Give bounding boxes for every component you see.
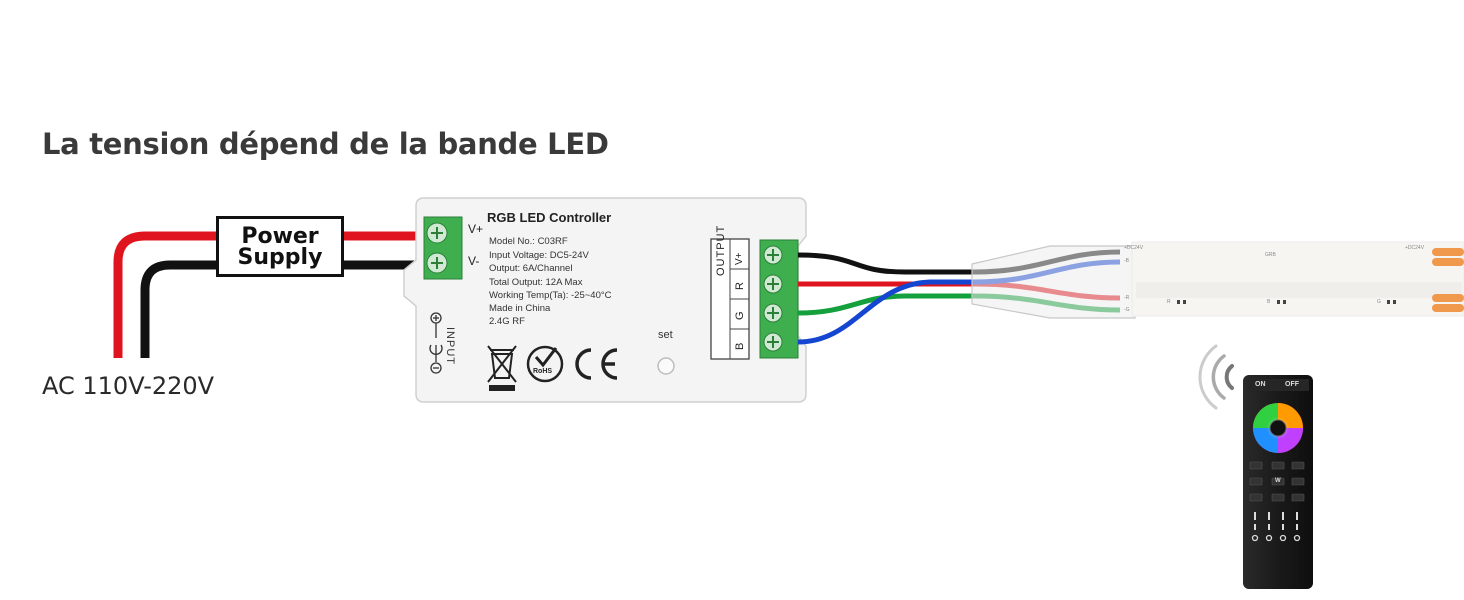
output-channel-g: G xyxy=(734,311,746,320)
output-terminal-block xyxy=(759,239,799,359)
ac-red-wire xyxy=(113,231,218,358)
input-terminal-block xyxy=(423,216,463,280)
strip-seg-label-r: R xyxy=(1167,299,1171,305)
ce-mark-icon xyxy=(575,348,618,380)
output-label-box xyxy=(710,238,750,360)
strip-seg-label-b: B xyxy=(1267,299,1271,305)
spec-rf: 2.4G RF xyxy=(489,316,525,327)
strip-dc-label-right: +DC24V xyxy=(1405,245,1425,251)
spec-working-temp: Working Temp(Ta): -25~40°C xyxy=(489,290,612,301)
rohs-label: RoHS xyxy=(533,368,553,375)
ac-black-wire xyxy=(140,260,218,358)
spec-model: Model No.: C03RF xyxy=(489,236,568,247)
strip-g-label: -G xyxy=(1124,307,1130,313)
strip-seg-label-g: G xyxy=(1377,299,1381,305)
rohs-mark-icon xyxy=(526,345,564,383)
strip-b-label: -B xyxy=(1124,258,1129,264)
remote-off-button[interactable]: OFF xyxy=(1285,381,1299,388)
input-terminal-vplus: V+ xyxy=(468,222,484,236)
led-strip xyxy=(1131,241,1464,317)
set-label: set xyxy=(658,329,673,341)
output-channel-r: R xyxy=(734,282,746,290)
spec-origin: Made in China xyxy=(489,303,551,314)
power-supply-line2: Supply xyxy=(237,244,323,270)
page-heading: La tension dépend de la bande LED xyxy=(42,127,609,161)
controller-title: RGB LED Controller xyxy=(487,210,612,225)
output-label: OUTPUT xyxy=(715,224,727,276)
color-wheel[interactable] xyxy=(1253,403,1303,453)
dc-polarity-icon xyxy=(429,312,443,374)
power-supply-box: Power Supply xyxy=(216,216,344,277)
input-label: INPUT xyxy=(444,327,456,365)
spec-total-output: Total Output: 12A Max xyxy=(489,277,583,288)
spec-input-voltage: Input Voltage: DC5-24V xyxy=(489,250,589,261)
remote-signal-icon xyxy=(1198,344,1234,410)
rgb-remote-control xyxy=(1243,375,1313,589)
strip-r-label: -R xyxy=(1124,295,1130,301)
remote-on-button[interactable]: ON xyxy=(1255,381,1266,388)
strip-grb-label: GRB xyxy=(1265,252,1276,258)
ce-label: CE xyxy=(640,400,641,401)
output-channel-b: B xyxy=(734,342,746,350)
strip-connector-sleeve xyxy=(971,245,1136,319)
strip-dc-label-left: +DC24V xyxy=(1124,245,1144,251)
remote-w-button[interactable]: W xyxy=(1275,478,1281,484)
weee-bin-icon xyxy=(487,345,517,391)
input-terminal-vminus: V- xyxy=(468,254,480,268)
spec-output: Output: 6A/Channel xyxy=(489,263,573,274)
ac-input-label: AC 110V-220V xyxy=(42,372,215,400)
output-channel-vplus: V+ xyxy=(734,252,745,265)
set-button[interactable] xyxy=(657,357,675,375)
power-supply-line1: Power xyxy=(241,223,319,249)
